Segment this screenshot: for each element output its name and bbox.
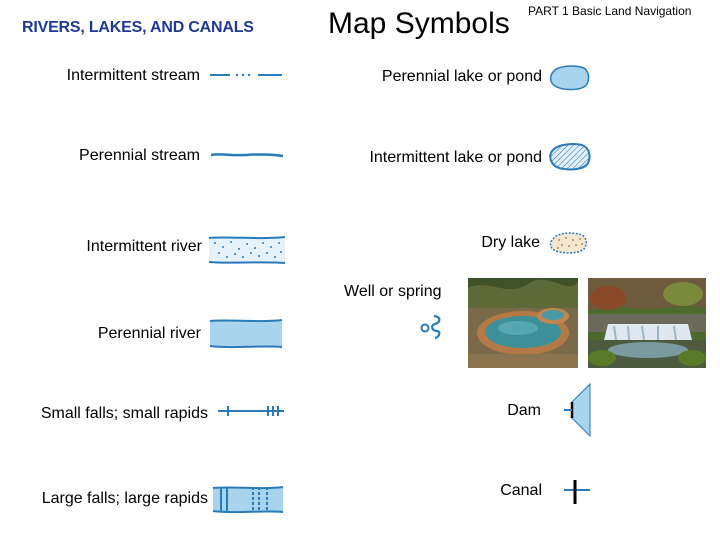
spring-pool-photo [468,278,578,368]
perennial-river-symbol [209,319,283,349]
label-canal: Canal [500,482,542,499]
large-falls-symbol [212,486,284,514]
label-intermittent-lake: Intermittent lake or pond [369,149,542,166]
label-well-spring: Well or spring [344,283,442,300]
part-label: PART 1 Basic Land Navigation [528,4,692,18]
intermittent-lake-symbol [549,143,591,171]
canal-symbol [564,480,590,504]
small-falls-symbol [218,406,284,416]
label-large-falls: Large falls; large rapids [41,490,208,507]
well-spring-symbol [420,314,441,340]
label-small-falls: Small falls; small rapids [40,405,208,422]
label-dam: Dam [507,402,541,419]
waterfall-photo [588,278,706,368]
label-perennial-lake: Perennial lake or pond [381,68,542,85]
label-dry-lake: Dry lake [481,234,540,251]
label-intermittent-stream: Intermittent stream [66,67,200,84]
section-title: RIVERS, LAKES, AND CANALS [22,19,254,36]
dry-lake-symbol [549,232,588,254]
intermittent-river-symbol [208,236,286,264]
dam-symbol [564,382,591,438]
perennial-stream-symbol [210,153,284,158]
label-intermittent-river: Intermittent river [86,238,202,255]
label-perennial-river: Perennial river [97,325,201,342]
label-perennial-stream: Perennial stream [79,147,200,164]
perennial-lake-symbol [549,65,590,91]
page-title: Map Symbols [328,7,510,40]
intermittent-stream-symbol [210,73,282,77]
